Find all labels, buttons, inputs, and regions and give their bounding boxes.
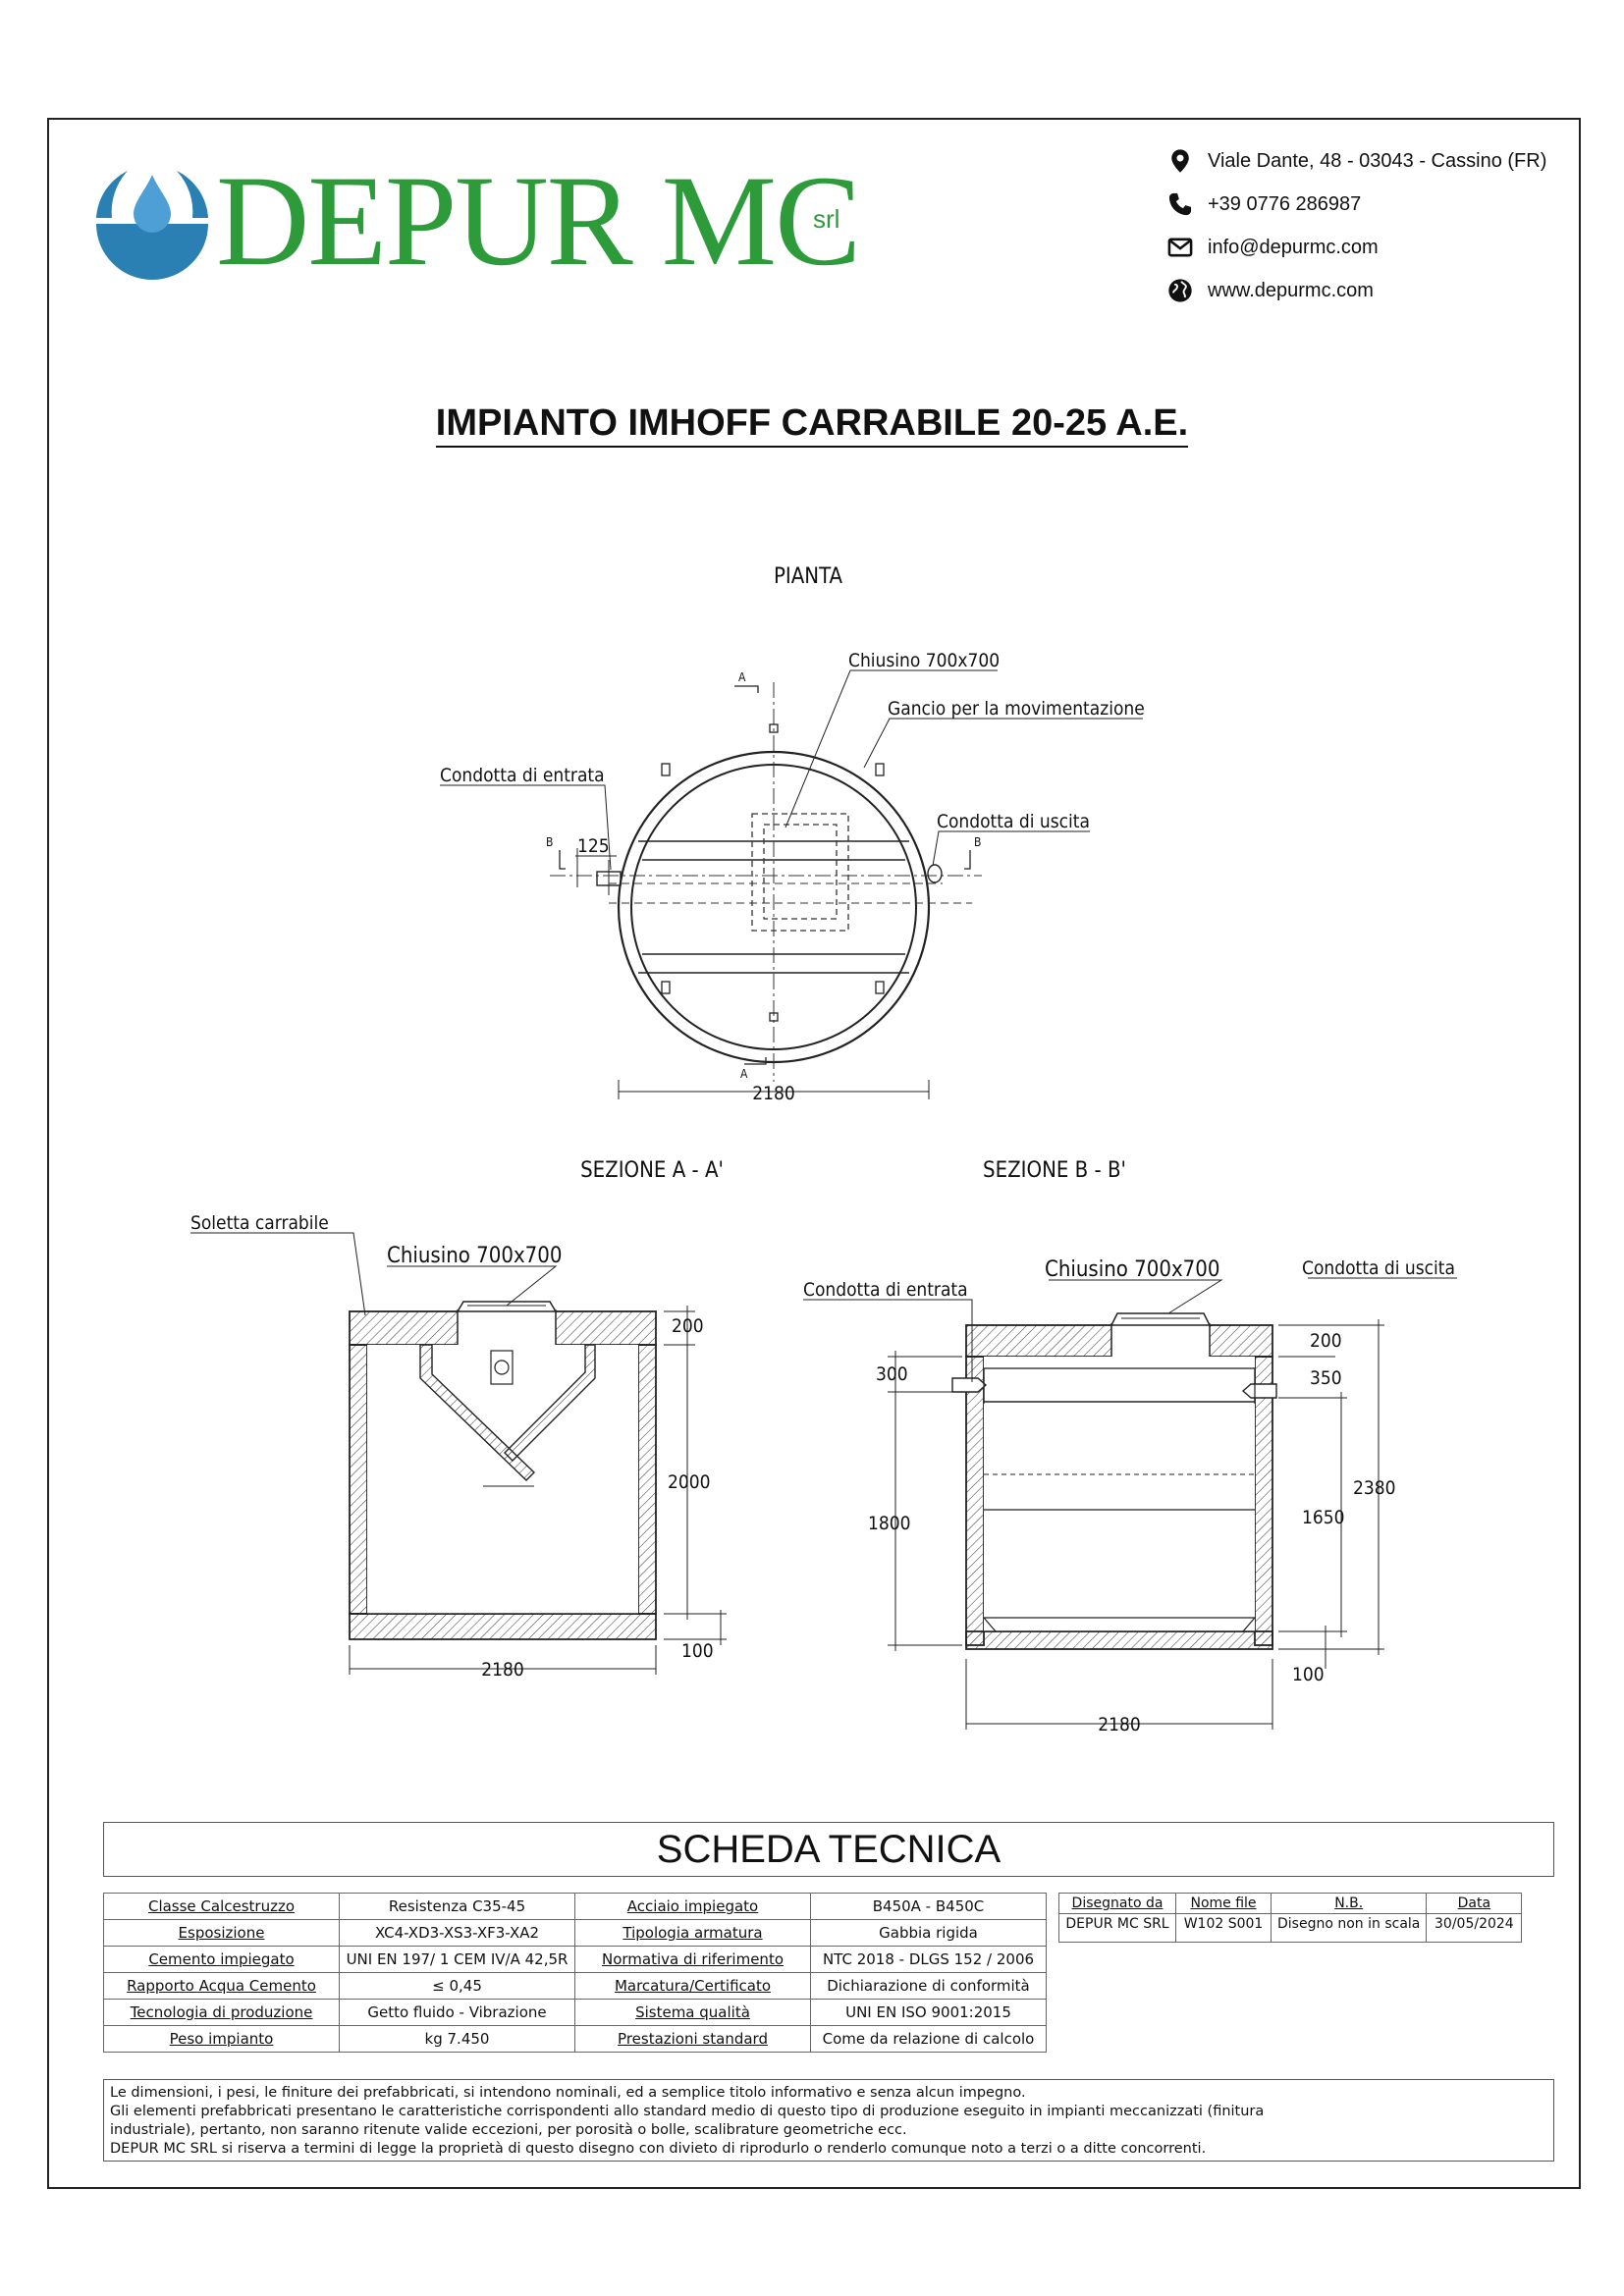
spec-value: Getto fluido - Vibrazione	[339, 1999, 575, 2026]
spec-row: Esposizione XC4-XD3-XS3-XF3-XA2 Tipologi…	[103, 1919, 1047, 1947]
drawn-by-value: DEPUR MC SRL	[1058, 1913, 1176, 1943]
water-drop-logo-icon	[96, 171, 208, 280]
spec-row: Cemento impiegato UNI EN 197/ 1 CEM IV/A…	[103, 1946, 1047, 1973]
page-frame	[47, 118, 1581, 2189]
location-pin-icon	[1171, 149, 1189, 173]
spec-key: Rapporto Acqua Cemento	[103, 1972, 340, 2000]
drawn-by-label: Disegnato da	[1058, 1893, 1176, 1914]
spec-value: XC4-XD3-XS3-XF3-XA2	[339, 1919, 575, 1947]
spec-row: Classe Calcestruzzo Resistenza C35-45 Ac…	[103, 1893, 1047, 1920]
technical-sheet-heading: SCHEDA TECNICA	[103, 1822, 1554, 1877]
date-value: 30/05/2024	[1426, 1913, 1523, 1943]
brand-suffix: srl	[813, 204, 840, 234]
spec-value: kg 7.450	[339, 2025, 575, 2053]
spec-row: Tecnologia di produzione Getto fluido - …	[103, 1999, 1047, 2026]
contact-email: info@depurmc.com	[1166, 226, 1559, 269]
contact-web: www.depurmc.com	[1166, 269, 1559, 312]
spec-value: Come da relazione di calcolo	[810, 2025, 1047, 2053]
spec-value: UNI EN 197/ 1 CEM IV/A 42,5R	[339, 1946, 575, 1973]
spec-key: Prestazioni standard	[574, 2025, 811, 2053]
spec-value: NTC 2018 - DLGS 152 / 2006	[810, 1946, 1047, 1973]
address-text: Viale Dante, 48 - 03043 - Cassino (FR)	[1208, 149, 1547, 172]
contact-block: Viale Dante, 48 - 03043 - Cassino (FR) +…	[1166, 139, 1559, 312]
spec-row: Rapporto Acqua Cemento ≤ 0,45 Marcatura/…	[103, 1972, 1047, 2000]
company-logo: DEPUR MC srl	[88, 148, 893, 293]
spec-value: B450A - B450C	[810, 1893, 1047, 1920]
phone-icon	[1168, 192, 1192, 216]
technical-spec-table: Classe Calcestruzzo Resistenza C35-45 Ac…	[103, 1893, 1047, 2053]
globe-icon	[1168, 279, 1192, 302]
spec-key: Cemento impiegato	[103, 1946, 340, 1973]
meta-row: DEPUR MC SRL W102 S001 Disegno non in sc…	[1058, 1913, 1523, 1943]
meta-row: Disegnato da Nome file N.B. Data	[1058, 1893, 1523, 1914]
note-line: Gli elementi prefabbricati presentano le…	[110, 2104, 1265, 2119]
spec-key: Tipologia armatura	[574, 1919, 811, 1947]
file-name-label: Nome file	[1175, 1893, 1272, 1914]
spec-value: Resistenza C35-45	[339, 1893, 575, 1920]
document-title: IMPIANTO IMHOFF CARRABILE 20-25 A.E.	[0, 402, 1624, 448]
spec-key: Normativa di riferimento	[574, 1946, 811, 1973]
date-label: Data	[1426, 1893, 1523, 1914]
note-line: industriale), pertanto, non saranno rite…	[110, 2122, 907, 2138]
spec-value: ≤ 0,45	[339, 1972, 575, 2000]
note-line: DEPUR MC SRL si riserva a termini di leg…	[110, 2141, 1207, 2157]
mail-icon	[1167, 238, 1193, 257]
note-line: Le dimensioni, i pesi, le finiture dei p…	[110, 2085, 1026, 2101]
document-title-text: IMPIANTO IMHOFF CARRABILE 20-25 A.E.	[435, 402, 1189, 448]
spec-key: Tecnologia di produzione	[103, 1999, 340, 2026]
spec-key: Peso impianto	[103, 2025, 340, 2053]
spec-key: Esposizione	[103, 1919, 340, 1947]
file-name-value: W102 S001	[1175, 1913, 1272, 1943]
nb-value: Disegno non in scala	[1270, 1913, 1428, 1943]
contact-phone: +39 0776 286987	[1166, 183, 1559, 226]
spec-key: Classe Calcestruzzo	[103, 1893, 340, 1920]
spec-value: UNI EN ISO 9001:2015	[810, 1999, 1047, 2026]
spec-value: Gabbia rigida	[810, 1919, 1047, 1947]
website-text[interactable]: www.depurmc.com	[1208, 279, 1374, 301]
brand-name: DEPUR MC	[216, 148, 861, 293]
email-text[interactable]: info@depurmc.com	[1208, 236, 1379, 258]
spec-key: Sistema qualità	[574, 1999, 811, 2026]
phone-text[interactable]: +39 0776 286987	[1208, 192, 1362, 215]
disclaimer-notes: Le dimensioni, i pesi, le finiture dei p…	[103, 2079, 1554, 2162]
spec-value: Dichiarazione di conformità	[810, 1972, 1047, 2000]
contact-address: Viale Dante, 48 - 03043 - Cassino (FR)	[1166, 139, 1559, 183]
spec-row: Peso impianto kg 7.450 Prestazioni stand…	[103, 2025, 1047, 2053]
drawing-meta-table: Disegnato da Nome file N.B. Data DEPUR M…	[1058, 1893, 1523, 1943]
nb-label: N.B.	[1270, 1893, 1428, 1914]
spec-key: Acciaio impiegato	[574, 1893, 811, 1920]
spec-key: Marcatura/Certificato	[574, 1972, 811, 2000]
